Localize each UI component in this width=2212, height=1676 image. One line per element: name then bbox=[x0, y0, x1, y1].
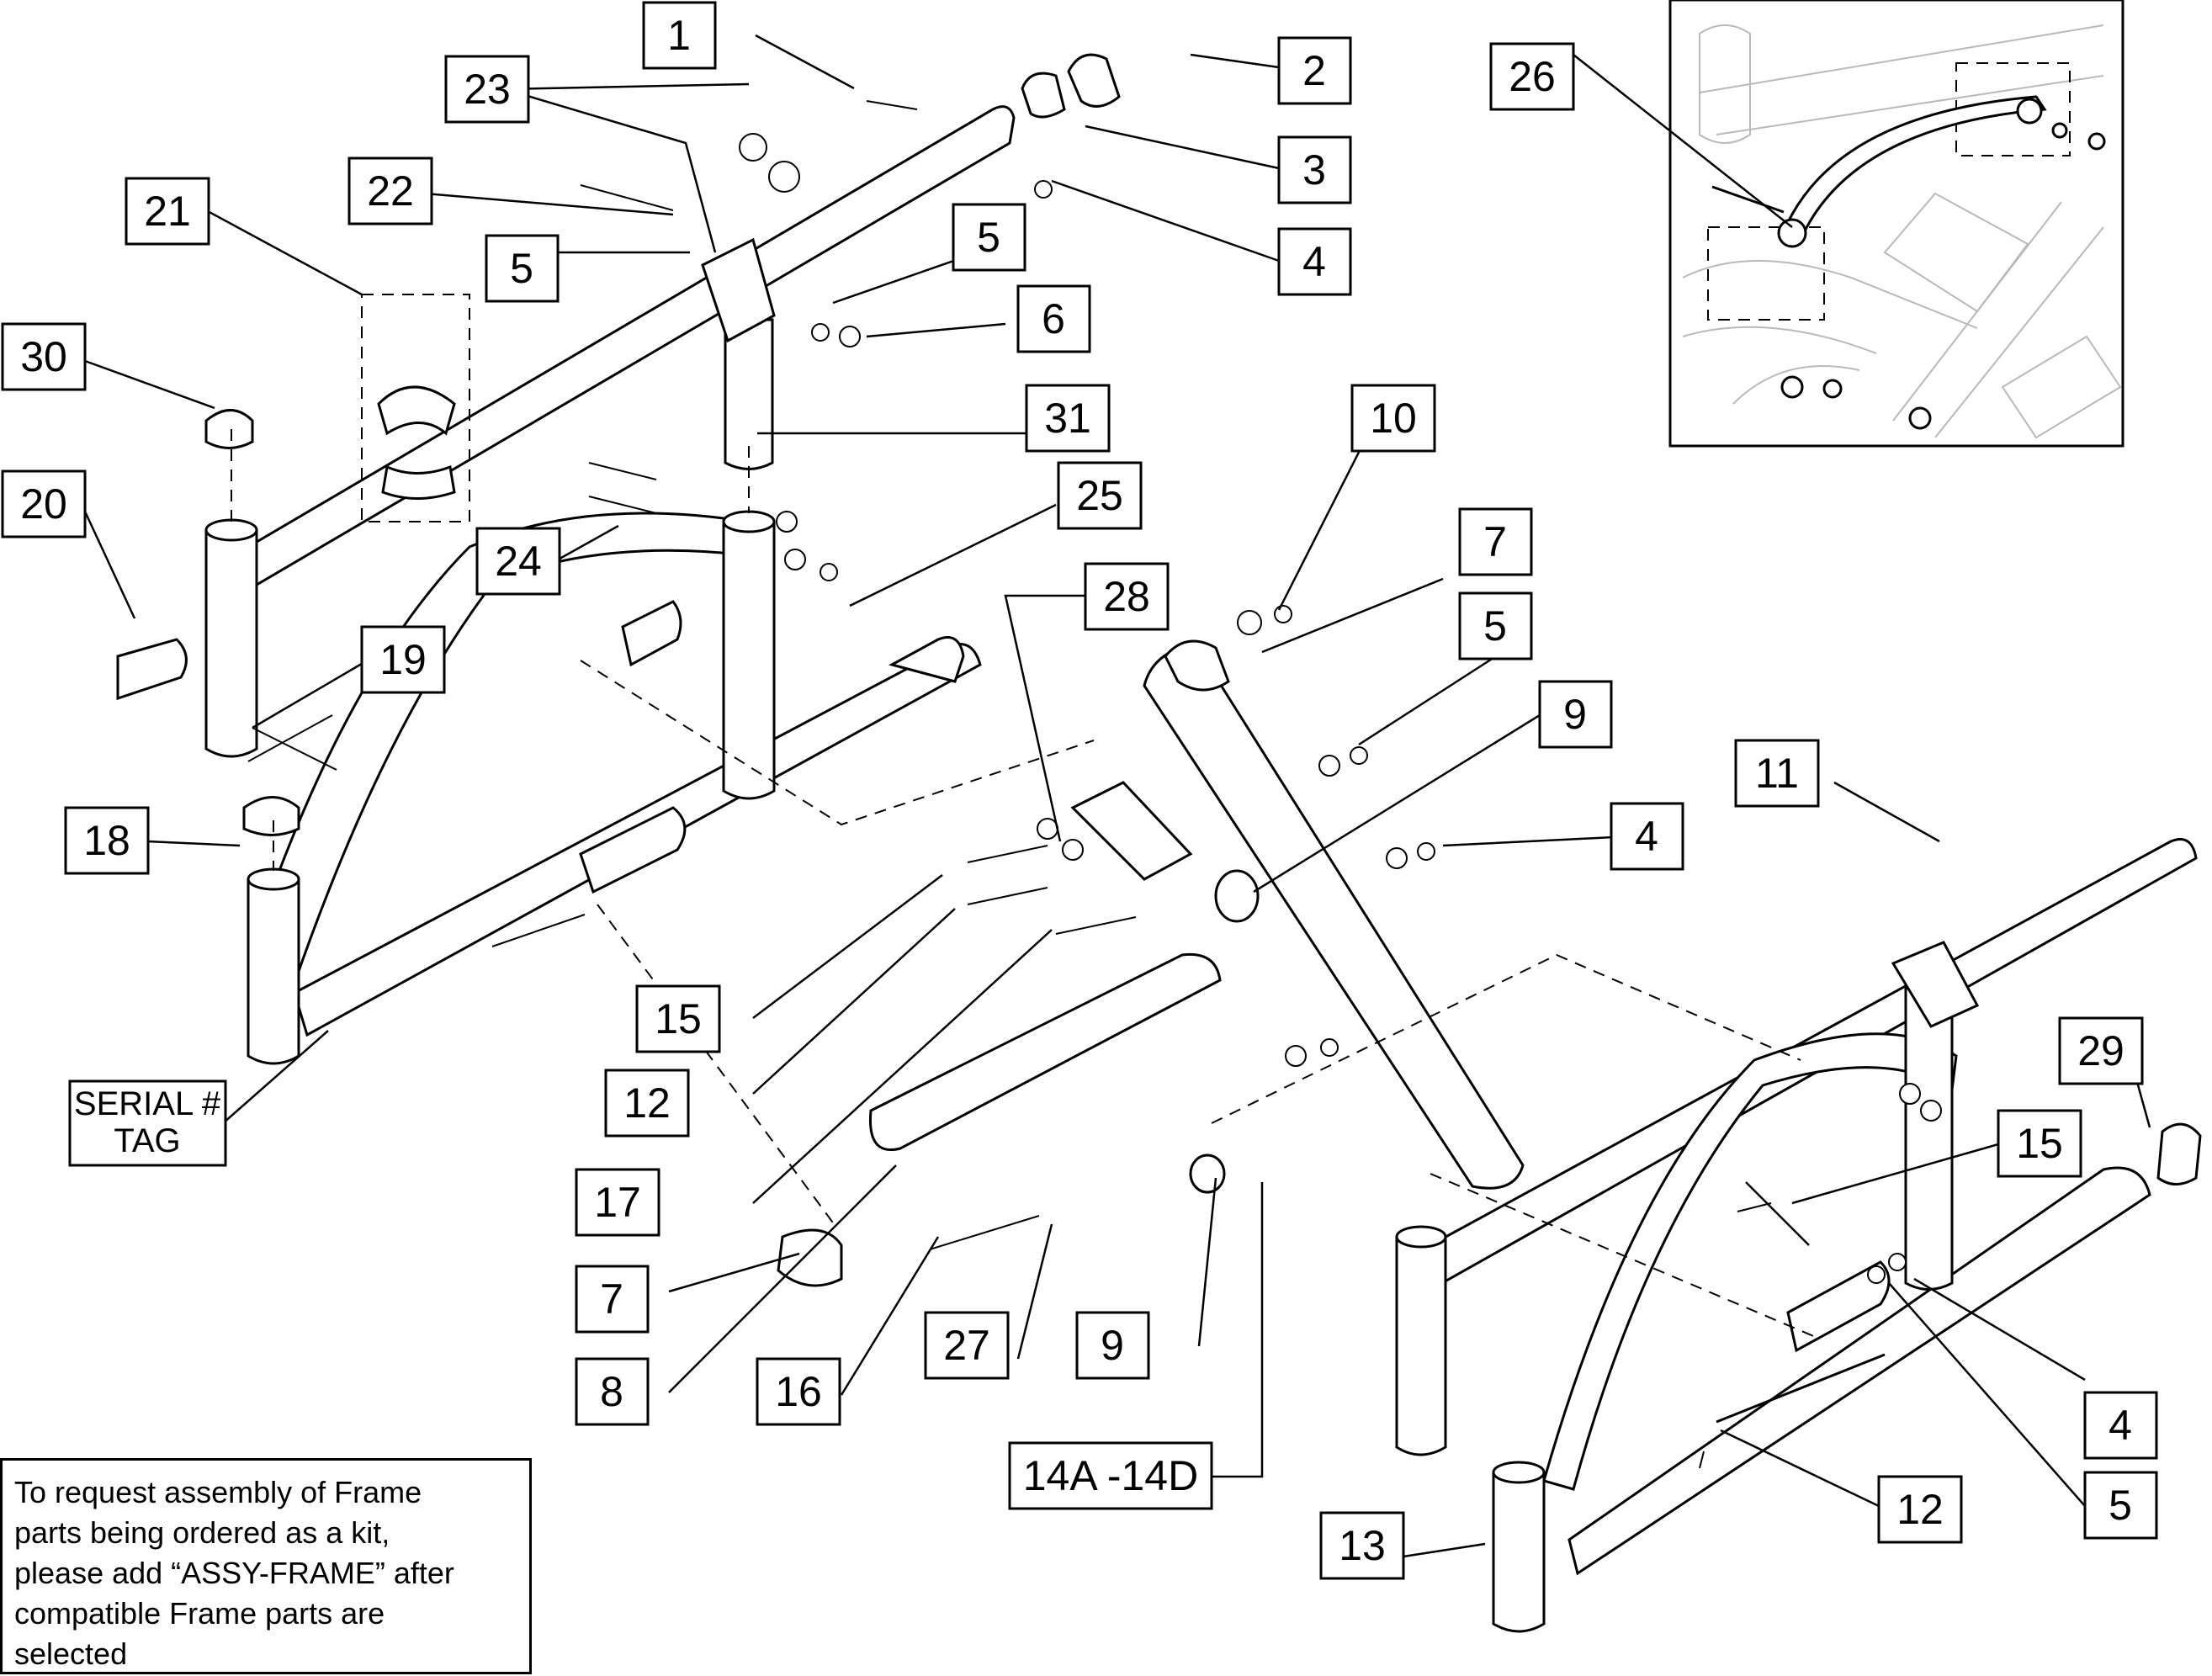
callout-28: 28 bbox=[1084, 562, 1170, 631]
callout-12b: 12 bbox=[1877, 1475, 1963, 1544]
callout-17: 17 bbox=[575, 1168, 660, 1237]
svg-text:10: 10 bbox=[1370, 395, 1417, 442]
svg-text:SERIAL #: SERIAL # bbox=[74, 1085, 221, 1122]
svg-text:30: 30 bbox=[20, 333, 67, 380]
svg-text:21: 21 bbox=[144, 188, 191, 235]
callout-6: 6 bbox=[1016, 284, 1091, 353]
callout-12: 12 bbox=[604, 1069, 690, 1138]
callout-23: 23 bbox=[444, 55, 530, 124]
svg-text:19: 19 bbox=[379, 636, 427, 683]
callout-30: 30 bbox=[1, 322, 87, 391]
svg-text:20: 20 bbox=[20, 480, 67, 528]
svg-text:17: 17 bbox=[594, 1179, 641, 1226]
callout-14: 14A -14D bbox=[1008, 1441, 1213, 1510]
left-frame-assembly bbox=[116, 53, 1121, 1065]
callout-9: 9 bbox=[1538, 680, 1613, 749]
callout-7: 7 bbox=[1458, 507, 1533, 576]
svg-text:18: 18 bbox=[83, 817, 130, 864]
svg-text:2: 2 bbox=[1302, 47, 1326, 94]
callout-5d: 5 bbox=[2083, 1471, 2158, 1540]
svg-text:6: 6 bbox=[1042, 295, 1065, 342]
serial-tag-label: SERIAL # TAG bbox=[68, 1079, 227, 1167]
svg-text:3: 3 bbox=[1302, 146, 1326, 194]
svg-text:29: 29 bbox=[2077, 1027, 2124, 1074]
svg-text:22: 22 bbox=[367, 167, 414, 215]
svg-text:4: 4 bbox=[1635, 813, 1658, 860]
right-frame-assembly bbox=[1395, 838, 2202, 1633]
callout-31: 31 bbox=[1025, 384, 1111, 453]
callout-4b: 4 bbox=[1610, 802, 1684, 871]
svg-text:16: 16 bbox=[775, 1368, 822, 1415]
svg-text:12: 12 bbox=[623, 1079, 671, 1127]
callout-11: 11 bbox=[1734, 739, 1820, 808]
svg-text:7: 7 bbox=[600, 1276, 623, 1323]
callout-27: 27 bbox=[924, 1311, 1010, 1380]
svg-text:5: 5 bbox=[1483, 602, 1507, 650]
callout-1: 1 bbox=[642, 1, 717, 70]
callout-3: 3 bbox=[1277, 135, 1352, 204]
assembly-note-text: To request assembly of Frame parts being… bbox=[14, 1475, 454, 1671]
svg-text:9: 9 bbox=[1101, 1322, 1124, 1369]
callout-19: 19 bbox=[360, 625, 446, 694]
assembly-note-box: To request assembly of Frame parts being… bbox=[0, 1458, 532, 1674]
svg-text:23: 23 bbox=[464, 66, 511, 113]
svg-text:4: 4 bbox=[2109, 1402, 2132, 1449]
callout-22: 22 bbox=[347, 156, 433, 225]
svg-text:11: 11 bbox=[1755, 750, 1799, 797]
svg-text:12: 12 bbox=[1896, 1486, 1944, 1533]
callout-7b: 7 bbox=[575, 1265, 650, 1334]
svg-text:31: 31 bbox=[1044, 395, 1091, 442]
svg-text:TAG: TAG bbox=[114, 1122, 180, 1159]
callout-5c: 5 bbox=[1458, 591, 1533, 660]
callout-15b: 15 bbox=[1997, 1109, 2082, 1178]
svg-text:1: 1 bbox=[667, 12, 691, 59]
callout-8: 8 bbox=[575, 1357, 650, 1426]
callout-5b: 5 bbox=[485, 234, 560, 303]
callout-24: 24 bbox=[475, 527, 561, 596]
callout-13: 13 bbox=[1319, 1511, 1405, 1580]
alignment-lines bbox=[231, 429, 1818, 1339]
svg-text:7: 7 bbox=[1483, 518, 1507, 565]
callout-5: 5 bbox=[952, 203, 1026, 272]
svg-text:26: 26 bbox=[1509, 53, 1556, 100]
inset-detail-view bbox=[1668, 0, 2124, 448]
svg-text:9: 9 bbox=[1563, 691, 1587, 738]
callout-4c: 4 bbox=[2083, 1391, 2158, 1460]
callout-20: 20 bbox=[1, 469, 87, 538]
svg-text:15: 15 bbox=[2016, 1120, 2063, 1167]
callout-10: 10 bbox=[1350, 384, 1436, 453]
svg-text:15: 15 bbox=[655, 995, 702, 1042]
callout-16: 16 bbox=[756, 1357, 841, 1426]
svg-text:8: 8 bbox=[600, 1368, 623, 1415]
svg-text:28: 28 bbox=[1103, 573, 1150, 620]
svg-text:4: 4 bbox=[1302, 238, 1326, 285]
svg-text:5: 5 bbox=[2109, 1482, 2132, 1529]
callout-2: 2 bbox=[1277, 36, 1352, 105]
callout-15: 15 bbox=[635, 984, 721, 1053]
callout-21: 21 bbox=[125, 177, 210, 246]
svg-text:27: 27 bbox=[943, 1322, 990, 1369]
svg-text:5: 5 bbox=[510, 245, 533, 292]
callout-9b: 9 bbox=[1075, 1311, 1150, 1380]
middle-linkage bbox=[777, 605, 1525, 1287]
callout-4: 4 bbox=[1277, 227, 1352, 296]
leader-lines bbox=[75, 34, 2151, 1558]
svg-text:13: 13 bbox=[1339, 1522, 1386, 1569]
svg-text:5: 5 bbox=[977, 214, 1000, 261]
callout-18: 18 bbox=[64, 806, 150, 875]
callout-26: 26 bbox=[1489, 42, 1575, 111]
svg-text:14A -14D: 14A -14D bbox=[1023, 1452, 1198, 1499]
svg-text:25: 25 bbox=[1076, 472, 1123, 519]
svg-text:24: 24 bbox=[495, 538, 542, 585]
callout-25: 25 bbox=[1057, 461, 1143, 530]
callout-29: 29 bbox=[2058, 1016, 2144, 1085]
